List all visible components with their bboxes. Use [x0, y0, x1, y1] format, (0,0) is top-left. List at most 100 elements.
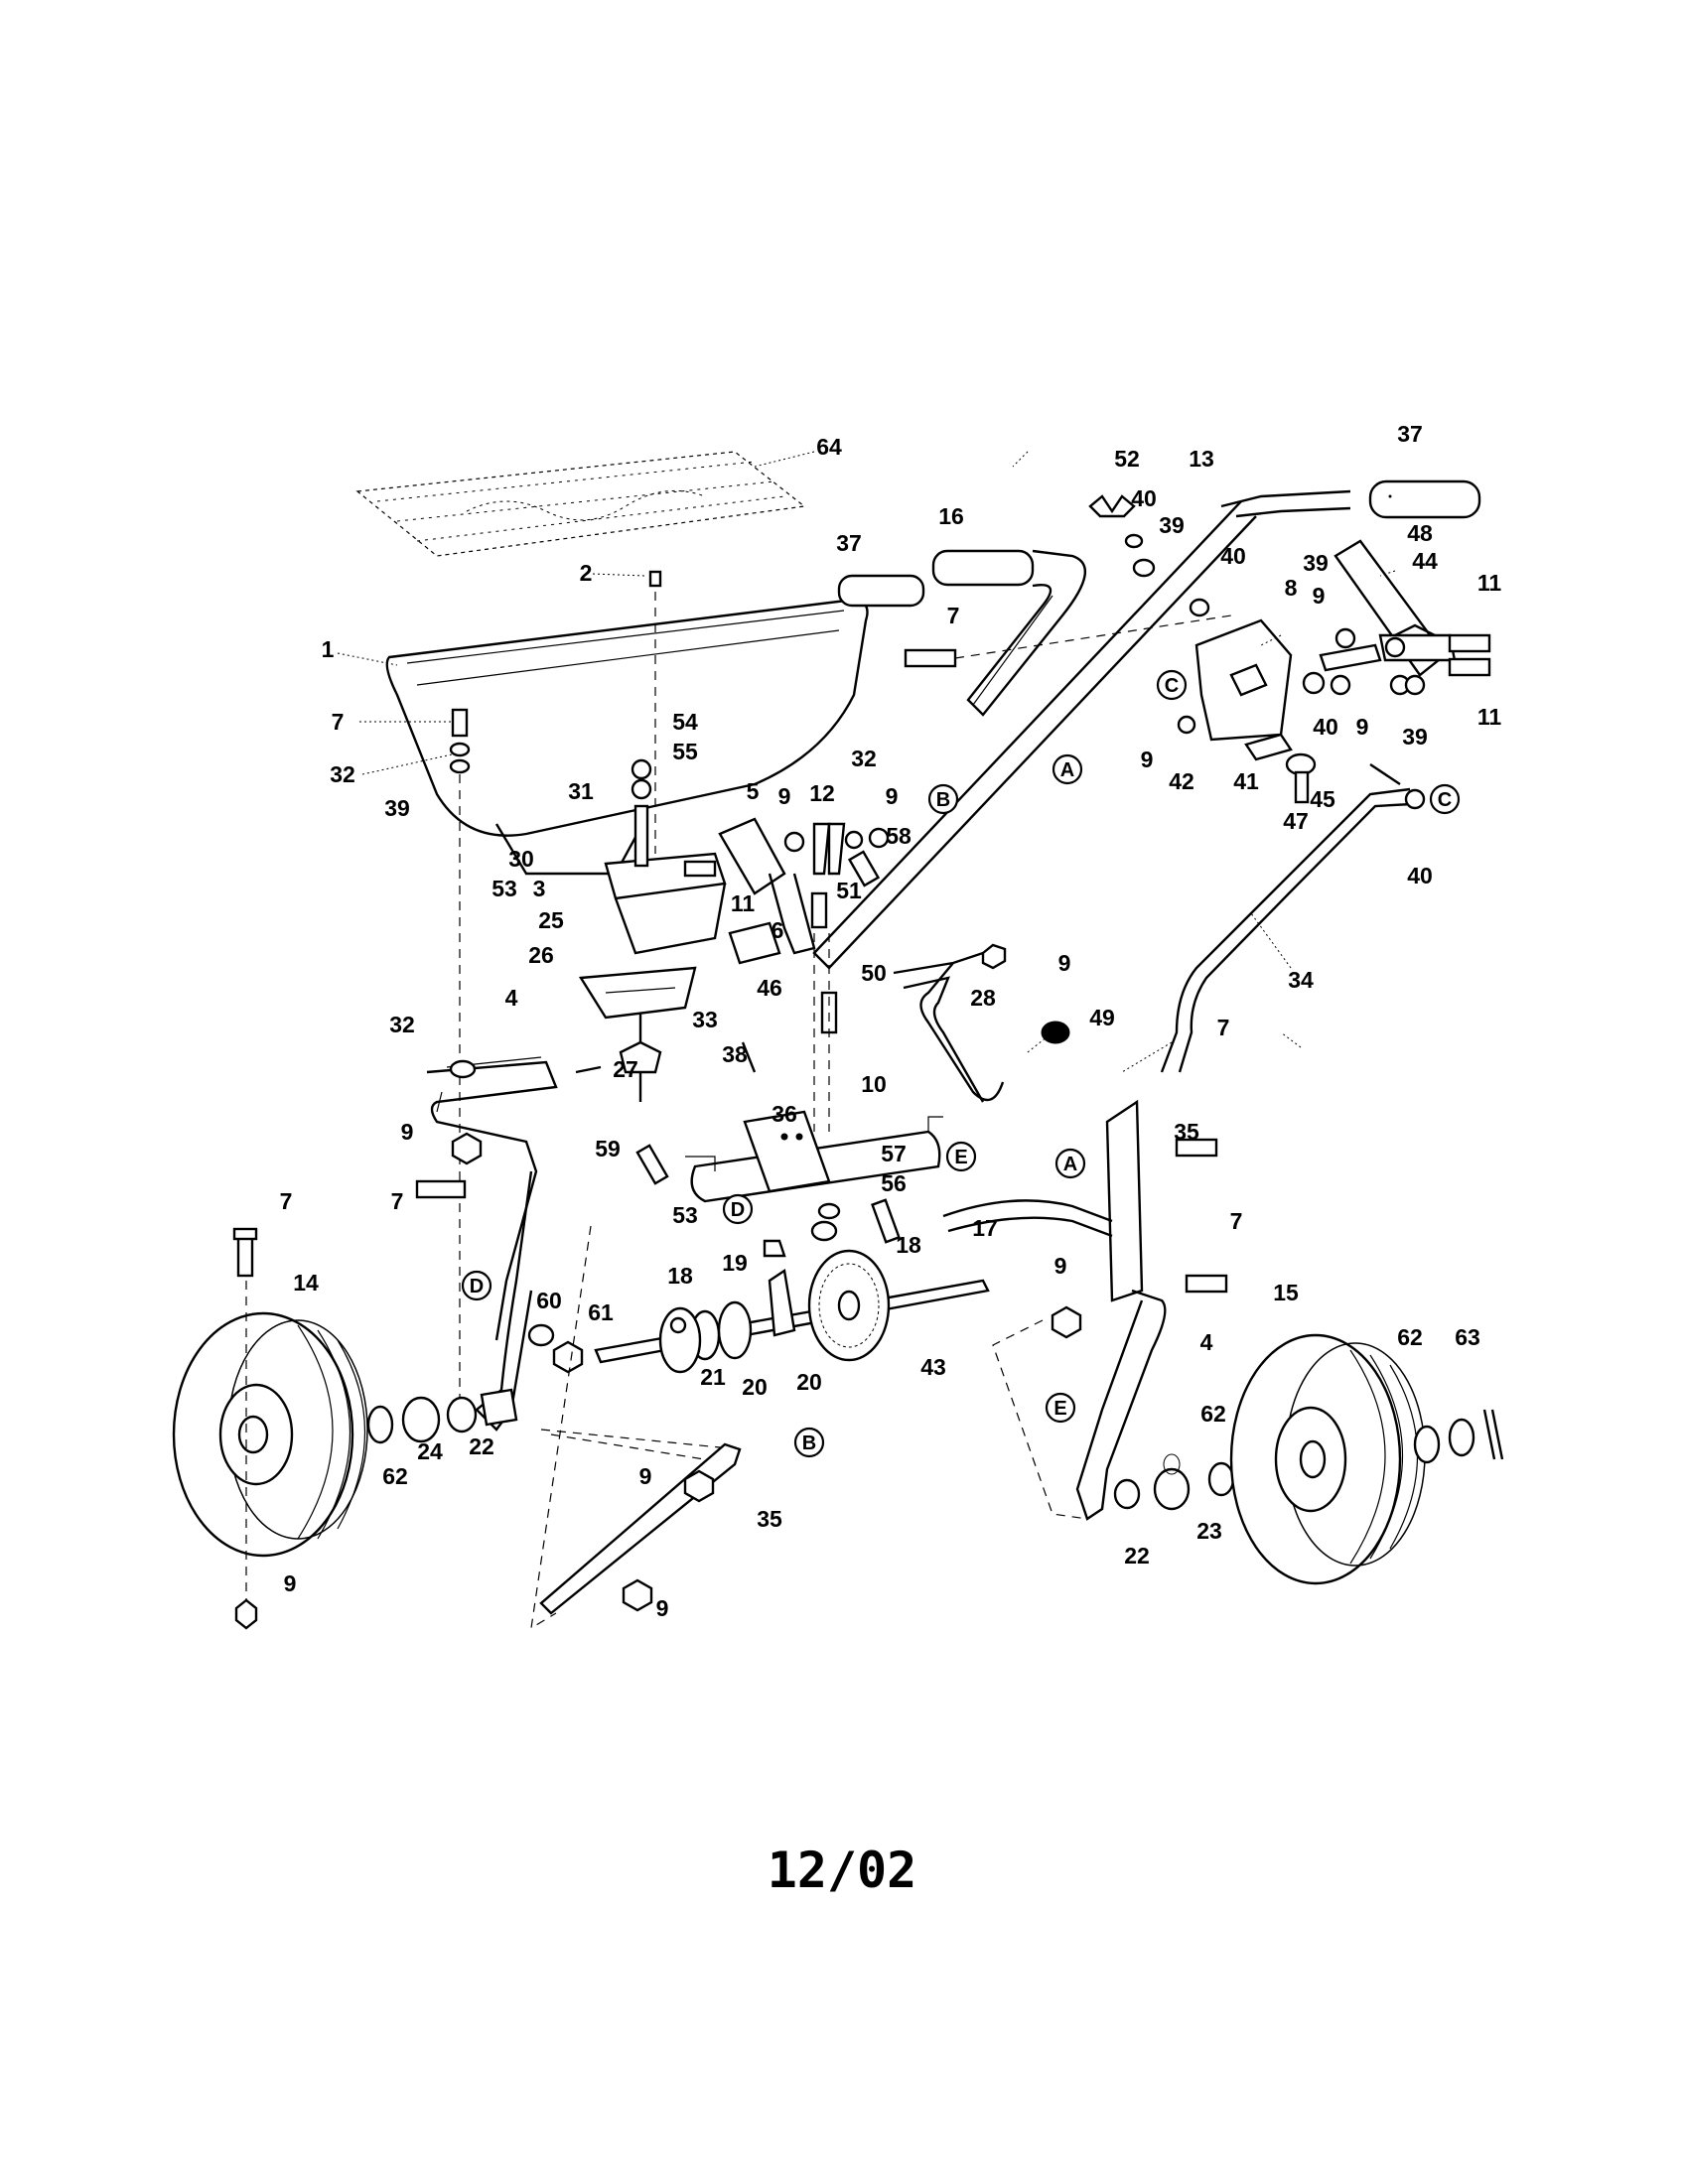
part-number-label: 39 — [384, 795, 410, 821]
connection-callout: C — [1429, 783, 1461, 815]
left-wheel — [172, 1311, 368, 1558]
part-number-label: 4 — [505, 985, 518, 1011]
part-number-label: 8 — [1285, 575, 1298, 601]
part-number-label: 4 — [1200, 1329, 1213, 1355]
part-number-label: 12 — [809, 780, 835, 806]
part-number-label: 7 — [947, 603, 960, 628]
part-number-label: 7 — [1230, 1208, 1243, 1234]
part-number-label: 64 — [816, 434, 842, 460]
part-number-label: 27 — [613, 1056, 638, 1082]
part-number-label: 32 — [851, 746, 877, 771]
part-number-label: 1 — [322, 636, 335, 662]
part-number-label: 40 — [1407, 863, 1433, 888]
drawing-layer — [172, 451, 1504, 1630]
part-number-label: 62 — [1200, 1401, 1226, 1427]
right-wheel — [1229, 1333, 1426, 1585]
part-number-label: 2 — [580, 560, 593, 586]
part-number-label: 7 — [391, 1188, 404, 1214]
part-number-label: 40 — [1220, 543, 1246, 569]
part-number-label: 36 — [772, 1101, 797, 1127]
part-number-label: 9 — [1141, 747, 1154, 772]
callout-letter: A — [1060, 759, 1074, 781]
part-number-label: 39 — [1303, 550, 1329, 576]
callout-letter: C — [1165, 675, 1179, 697]
part-number-label: 24 — [417, 1438, 443, 1464]
revision-date: 12/02 — [767, 1842, 917, 1899]
connection-callout: E — [945, 1141, 977, 1172]
part-number-label: 55 — [672, 739, 698, 764]
callout-circle — [945, 1141, 977, 1172]
hopper-cover — [355, 451, 806, 557]
part-number-label: 9 — [886, 783, 899, 809]
part-number-label: 26 — [528, 942, 554, 968]
part-number-label: 9 — [778, 783, 791, 809]
part-number-label: 37 — [836, 530, 862, 556]
part-number-label: 38 — [722, 1041, 748, 1067]
callout-circle — [461, 1270, 492, 1301]
hopper-bolt — [449, 708, 471, 1430]
part-number-label: 40 — [1131, 485, 1157, 511]
part-number-label: 21 — [700, 1364, 726, 1390]
part-number-label: 15 — [1273, 1280, 1299, 1305]
callout-circle — [1054, 1148, 1086, 1179]
part-number-label: 5 — [747, 778, 760, 804]
callout-letter: B — [936, 789, 950, 811]
part-number-label: 60 — [536, 1288, 562, 1313]
part-number-label: 33 — [692, 1007, 718, 1032]
part-number-label: 39 — [1402, 724, 1428, 750]
part-number-label: 52 — [1114, 446, 1140, 472]
part-number-label: 19 — [722, 1250, 748, 1276]
part-number-label: 50 — [861, 960, 887, 986]
part-number-label: 51 — [836, 878, 862, 903]
control-link-rod — [1160, 787, 1413, 1073]
callout-circle — [1052, 753, 1083, 785]
part-number-label: 35 — [1174, 1119, 1199, 1145]
part-number-label: 18 — [896, 1232, 921, 1258]
part-number-label: 22 — [1124, 1543, 1150, 1569]
part-number-label: 9 — [656, 1595, 669, 1621]
part-number-label: 13 — [1189, 446, 1214, 472]
hopper — [385, 598, 869, 876]
callout-letter: D — [470, 1276, 484, 1297]
part-number-label: 44 — [1412, 548, 1438, 574]
part-number-label: 30 — [508, 846, 534, 872]
part-number-label: 16 — [938, 503, 964, 529]
part-number-label: 11 — [1477, 570, 1502, 596]
part-number-label: 20 — [796, 1369, 822, 1395]
control-rod — [837, 549, 1086, 717]
part-number-label: 45 — [1310, 786, 1335, 812]
part-number-label: 22 — [469, 1433, 494, 1459]
part-number-label: 34 — [1288, 967, 1314, 993]
part-number-label: 9 — [639, 1463, 652, 1489]
part-number-label: 7 — [280, 1188, 293, 1214]
callout-letter: D — [731, 1199, 745, 1221]
part-number-label: 47 — [1283, 808, 1309, 834]
part-number-label: 25 — [538, 907, 564, 933]
part-number-label: 37 — [1397, 421, 1423, 447]
callout-letter: A — [1063, 1154, 1077, 1175]
part-number-label: 35 — [757, 1506, 782, 1532]
drive-gear — [807, 1249, 891, 1362]
callout-circle — [927, 783, 959, 815]
part-number-label: 62 — [1397, 1324, 1423, 1350]
part-number-label: 63 — [1455, 1324, 1480, 1350]
part-number-label: 3 — [533, 876, 546, 901]
connection-callout: C — [1156, 669, 1188, 701]
part-number-label: 53 — [672, 1202, 698, 1228]
part-number-label: 59 — [595, 1136, 621, 1161]
right-leg — [942, 1099, 1167, 1521]
shutter-bracket — [718, 817, 890, 955]
callout-letter: E — [1053, 1398, 1066, 1420]
part-number-label: 9 — [1054, 1253, 1067, 1279]
mounting-bracket — [1194, 618, 1491, 742]
part-number-label: 28 — [970, 985, 996, 1011]
part-number-label: 54 — [672, 709, 698, 735]
part-number-label: 61 — [588, 1299, 614, 1325]
connection-callout: D — [461, 1270, 492, 1301]
connection-callout: A — [1054, 1148, 1086, 1179]
callout-circle — [1156, 669, 1188, 701]
leader-lines — [337, 451, 1396, 1073]
